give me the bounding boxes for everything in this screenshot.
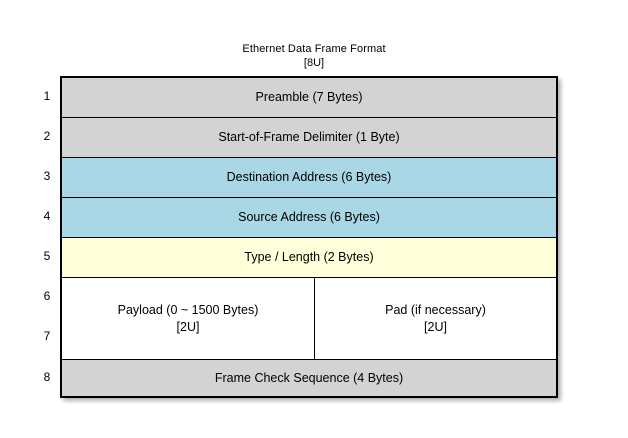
frame-field-label: Pad (if necessary): [385, 302, 486, 317]
frame-field-sublabel: [2U]: [176, 319, 200, 334]
frame-field-payload-pad-row: Payload (0 ~ 1500 Bytes) [2U] Pad (if ne…: [62, 278, 556, 360]
frame-field-label: Destination Address (6 Bytes): [226, 170, 392, 184]
frame-field-label: Payload (0 ~ 1500 Bytes): [117, 302, 259, 317]
diagram-title-block: Ethernet Data Frame Format [8U]: [0, 42, 628, 70]
row-number-6: 6: [43, 289, 51, 303]
row-number-3: 3: [43, 169, 51, 183]
frame-field-label: Type / Length (2 Bytes): [244, 250, 374, 264]
page-title-subscript: [8U]: [303, 57, 325, 69]
page-title: Ethernet Data Frame Format: [242, 43, 386, 55]
row-number-gutter: 1 2 3 4 5 6 7 8: [38, 76, 56, 398]
row-number-5: 5: [43, 249, 51, 263]
frame-format-table: Preamble (7 Bytes) Start-of-Frame Delimi…: [60, 76, 558, 398]
frame-field-type-length: Type / Length (2 Bytes): [62, 238, 556, 278]
row-number-4: 4: [43, 209, 51, 223]
row-number-7: 7: [43, 329, 51, 343]
frame-field-label: Frame Check Sequence (4 Bytes): [214, 370, 404, 385]
frame-field-pad: Pad (if necessary) [2U]: [315, 278, 556, 359]
frame-field-sublabel: [2U]: [424, 319, 447, 334]
frame-field-destination-address: Destination Address (6 Bytes): [62, 158, 556, 198]
frame-field-frame-check-sequence: Frame Check Sequence (4 Bytes): [62, 360, 556, 396]
frame-field-payload: Payload (0 ~ 1500 Bytes) [2U]: [62, 278, 315, 359]
frame-field-source-address: Source Address (6 Bytes): [62, 198, 556, 238]
frame-field-label: Source Address (6 Bytes): [238, 210, 380, 224]
frame-field-preamble: Preamble (7 Bytes): [62, 78, 556, 118]
row-number-8: 8: [43, 370, 51, 384]
row-number-2: 2: [43, 129, 51, 143]
row-number-1: 1: [43, 89, 51, 103]
frame-field-label: Start-of-Frame Delimiter (1 Byte): [218, 130, 400, 144]
frame-field-start-of-frame-delimiter: Start-of-Frame Delimiter (1 Byte): [62, 118, 556, 158]
frame-field-label: Preamble (7 Bytes): [255, 90, 363, 104]
